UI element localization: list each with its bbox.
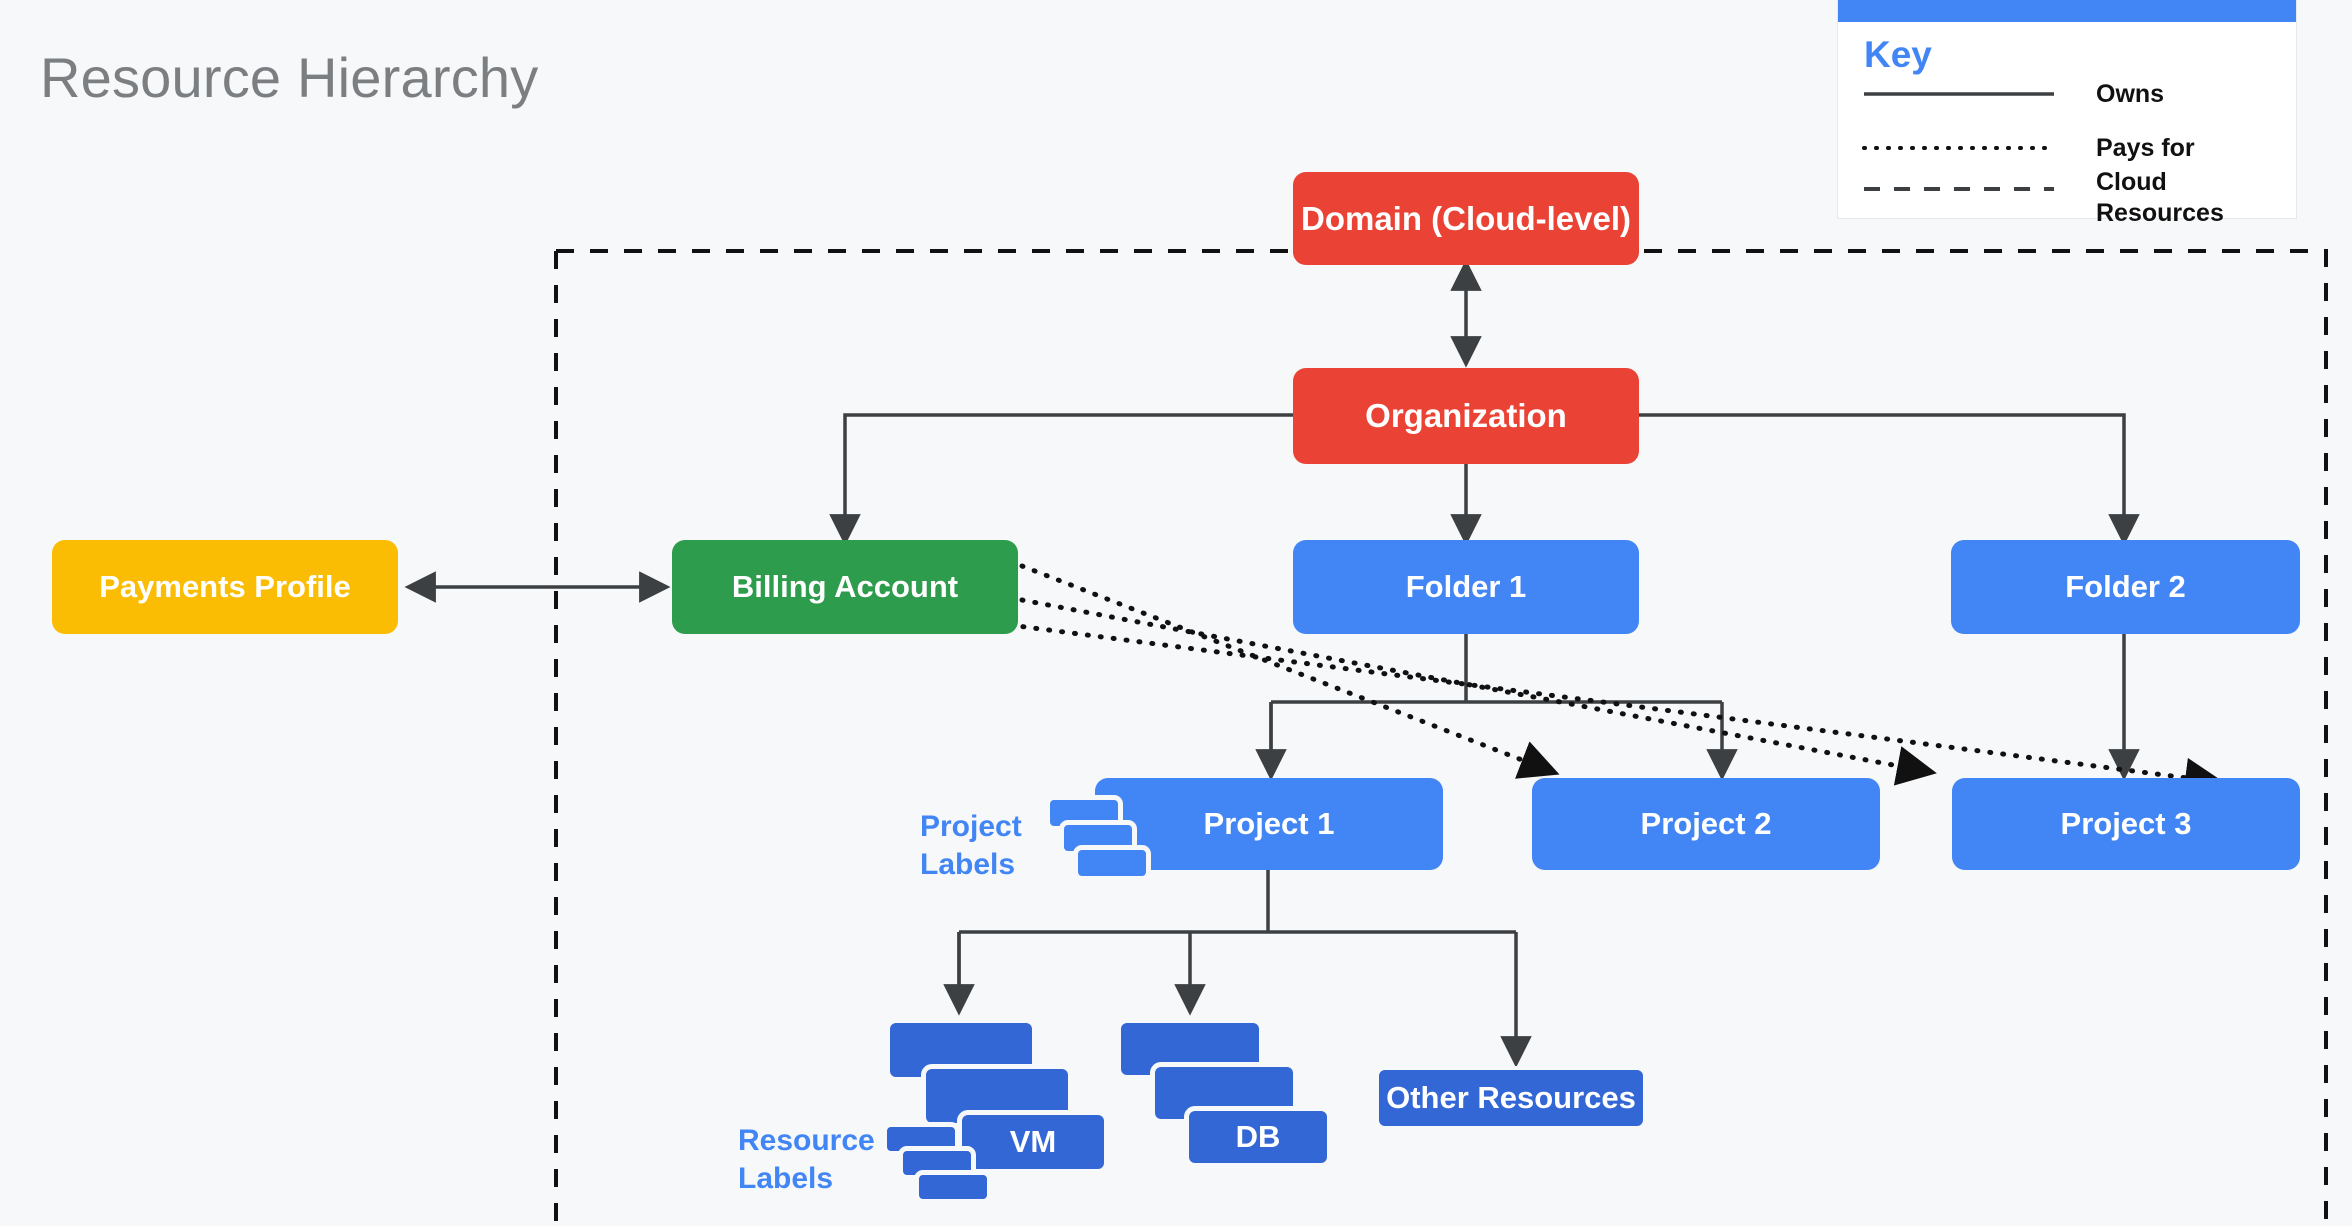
node-folder-1[interactable]: Folder 1 bbox=[1293, 540, 1639, 634]
node-payments-profile[interactable]: Payments Profile bbox=[52, 540, 398, 634]
key-title: Key bbox=[1864, 34, 1932, 75]
node-project-1-label: Project 1 bbox=[1203, 806, 1335, 842]
node-vm-label: VM bbox=[1009, 1124, 1057, 1159]
node-project-3[interactable]: Project 3 bbox=[1952, 778, 2300, 870]
resource-labels-tag-stack bbox=[882, 1122, 1012, 1222]
project-labels-annotation: Project Labels bbox=[920, 810, 1022, 882]
node-project-3-label: Project 3 bbox=[2060, 806, 2192, 842]
project-label-tag-3 bbox=[1073, 845, 1151, 881]
node-project-2-label: Project 2 bbox=[1640, 806, 1772, 842]
node-folder-1-label: Folder 1 bbox=[1405, 569, 1527, 605]
node-domain[interactable]: Domain (Cloud-level) bbox=[1293, 172, 1639, 265]
resource-label-tag-3 bbox=[914, 1170, 992, 1204]
node-payments-profile-label: Payments Profile bbox=[99, 569, 351, 605]
node-billing-account[interactable]: Billing Account bbox=[672, 540, 1018, 634]
key-legend-panel: Key Owns Pays for Cloud Resources bbox=[1838, 0, 2296, 227]
node-project-2[interactable]: Project 2 bbox=[1532, 778, 1880, 870]
node-other-resources-label: Other Resources bbox=[1386, 1080, 1636, 1116]
page-title: Resource Hierarchy bbox=[40, 46, 539, 109]
key-accent-bar bbox=[1838, 0, 2296, 22]
node-folder-2-label: Folder 2 bbox=[2065, 569, 2186, 605]
node-billing-account-label: Billing Account bbox=[731, 569, 959, 605]
node-db-label: DB bbox=[1235, 1119, 1281, 1154]
db-card-front: DB bbox=[1184, 1106, 1332, 1168]
key-item-pays-for-label: Pays for bbox=[2096, 134, 2195, 162]
resource-labels-annotation: Resource Labels bbox=[738, 1124, 875, 1196]
db-card-stack[interactable]: DB bbox=[1116, 1018, 1376, 1198]
node-folder-2[interactable]: Folder 2 bbox=[1951, 540, 2300, 634]
node-other-resources[interactable]: Other Resources bbox=[1375, 1066, 1647, 1130]
node-domain-label: Domain (Cloud-level) bbox=[1300, 199, 1632, 237]
node-organization[interactable]: Organization bbox=[1293, 368, 1639, 464]
node-project-1[interactable]: Project 1 bbox=[1095, 778, 1443, 870]
node-organization-label: Organization bbox=[1365, 397, 1567, 435]
key-item-owns-label: Owns bbox=[2096, 80, 2165, 108]
key-line-samples bbox=[1862, 92, 2056, 191]
project-labels-tag-stack bbox=[1045, 795, 1185, 895]
key-item-cloud-resources-label: Cloud Resources bbox=[2096, 168, 2224, 227]
